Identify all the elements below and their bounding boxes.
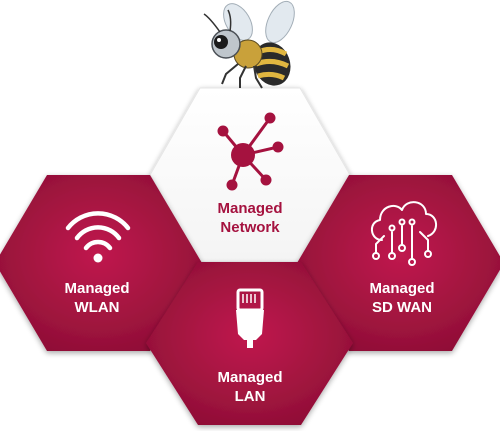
hex-sdwan-line1: Managed xyxy=(369,280,434,297)
wifi-icon xyxy=(65,211,131,263)
network-hub-icon xyxy=(217,112,284,191)
hex-sdwan-shape xyxy=(297,175,500,351)
hex-lan-line1: Managed xyxy=(217,369,282,386)
hex-wlan-line1: Managed xyxy=(64,280,129,297)
ethernet-plug-icon xyxy=(236,288,264,348)
hex-network-line2: Network xyxy=(220,219,280,236)
hex-lan-line2: LAN xyxy=(235,388,266,405)
cloud-circuit-icon xyxy=(371,201,437,266)
hex-managed-lan: Managed LAN xyxy=(146,262,353,425)
hex-wlan-shape xyxy=(0,175,202,351)
hex-managed-wlan: Managed WLAN xyxy=(0,175,202,351)
hex-wlan-line2: WLAN xyxy=(75,299,120,316)
hex-managed-network: Managed Network xyxy=(149,87,351,263)
hex-sdwan-line2: SD WAN xyxy=(372,299,432,316)
hex-managed-sd-wan: Managed SD WAN xyxy=(297,175,500,351)
robot-bee-icon xyxy=(203,0,295,89)
hex-network-line1: Managed xyxy=(217,200,282,217)
